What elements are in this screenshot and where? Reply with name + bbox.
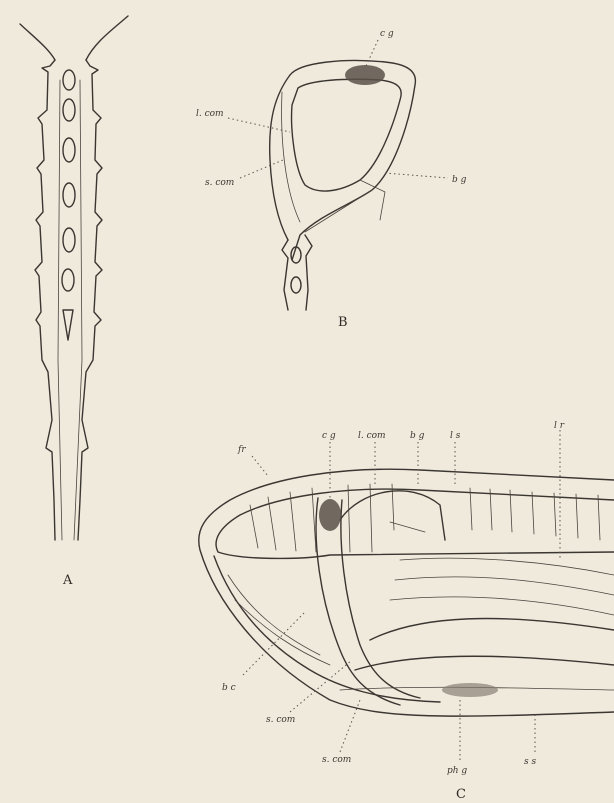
figure-c-annotation-phg: ph g	[447, 766, 467, 776]
figure-c-annotation-lr: l r	[554, 421, 565, 431]
figure-c-muscle-3	[390, 597, 614, 615]
figure-a-ganglion-3	[63, 138, 75, 162]
figure-b-annotation-cg: c g	[380, 29, 394, 39]
figure-a-left-outline	[35, 60, 55, 540]
figure-a-left-fork	[20, 24, 55, 60]
figure-c-muscle-2	[395, 577, 614, 595]
figure-c-pharynx-upper	[370, 619, 614, 640]
figure-b-left-connective	[270, 75, 290, 240]
figure-b-leader-scom	[240, 160, 283, 178]
figure-c-annotation-cg: c g	[322, 431, 336, 441]
figure-c-annotation-bg: b g	[410, 431, 425, 441]
figure-c-leader-fr	[252, 456, 268, 476]
figure-c-annotation-bc: b c	[222, 683, 236, 693]
figure-a-right-fork	[86, 16, 128, 60]
figure-a-ganglion-4	[63, 183, 75, 207]
figure-a-label: A	[62, 573, 73, 588]
figure-b-cerebral-ring: c g l. com s. com b g B	[196, 29, 467, 330]
figure-a-ganglion-6	[62, 269, 74, 291]
figure-a-ganglion-5	[63, 228, 75, 252]
figure-c-buccal-nerve	[390, 522, 425, 532]
figure-a-ganglion-7	[63, 310, 73, 340]
figure-b-inner-connective	[282, 92, 300, 222]
figure-c-annotation-scom2: s. com	[322, 755, 351, 765]
figure-c-label: C	[456, 787, 466, 802]
figure-c-ventral-lobe	[214, 556, 440, 702]
figure-c-annotation-fr: fr	[237, 445, 246, 455]
figure-b-leader-bg	[385, 173, 448, 178]
figure-c-pharyngeal-ganglion	[442, 683, 498, 697]
figure-b-cerebral-ganglion	[345, 65, 385, 85]
figure-c-annotation-ls: l s	[450, 431, 461, 441]
figure-b-cord-right	[305, 235, 312, 310]
figure-c-ventral-inner	[228, 575, 330, 665]
figure-b-subesophageal-link	[305, 190, 372, 232]
figure-b-leader-lcom	[228, 118, 290, 132]
figure-b-annotation-bg: b g	[452, 175, 467, 185]
figure-c-annotation-scom1: s. com	[266, 715, 295, 725]
figure-c-dorsal-hatching	[250, 484, 600, 552]
figure-a-ganglion-2	[63, 99, 75, 121]
figure-b-annotation-lcom: l. com	[196, 109, 224, 119]
figure-c-connective-inner	[341, 500, 420, 698]
figure-b-label: B	[338, 315, 348, 330]
figure-b-cord-left	[282, 240, 288, 310]
figure-b-cord-ganglion-2	[291, 277, 301, 293]
figure-b-outer-ring	[290, 61, 415, 260]
figure-a-inner-line-left	[58, 80, 62, 540]
figure-b-annotation-scom: s. com	[205, 178, 234, 188]
figure-c-muscle-1	[400, 558, 614, 575]
figure-c-annotation-lcom: l. com	[358, 431, 386, 441]
figure-a-nerve-cord: A	[20, 16, 128, 588]
figure-a-ganglion-1	[63, 70, 75, 90]
figure-c-pharynx-lower	[355, 656, 614, 670]
figure-c-annotation-ss: s s	[524, 757, 536, 767]
figure-b-leader-cg	[366, 40, 378, 66]
figure-c-head-section: fr c g l. com b g l s l r b c s. com s. …	[199, 421, 614, 802]
figure-c-cerebral-ganglion	[319, 499, 341, 531]
figure-b-nerve-branch	[360, 180, 385, 220]
